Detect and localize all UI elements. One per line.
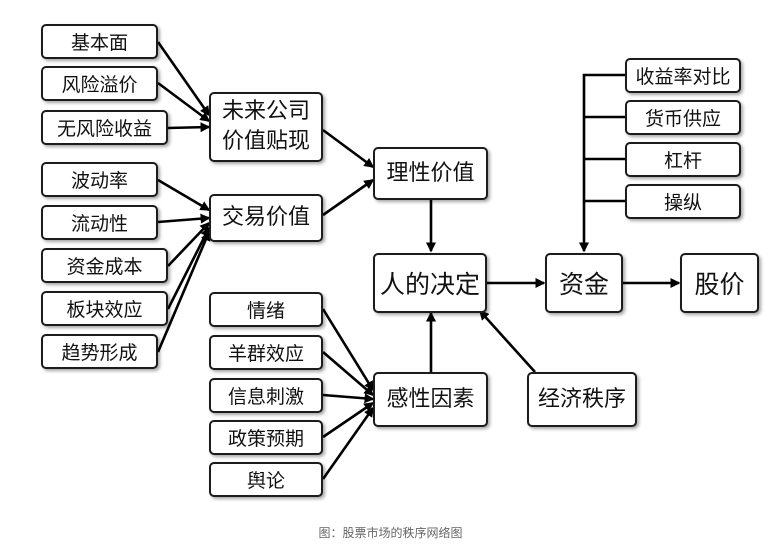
node-fundamentals: 基本面: [41, 24, 158, 59]
edge-liquidity: [157, 213, 211, 224]
node-manipulation: 操纵: [625, 184, 741, 219]
node-label: 交易价值: [221, 205, 310, 230]
node-label: 货币供应: [644, 108, 721, 130]
node-label: 情绪: [246, 300, 285, 322]
node-leverage: 杠杆: [625, 142, 741, 177]
node-risk-free-yield: 无风险收益: [41, 110, 168, 145]
node-herd-effect: 羊群效应: [209, 335, 323, 370]
node-sector-effect: 板块效应: [41, 291, 168, 326]
node-label: 资金: [558, 270, 609, 299]
node-trend-forming: 趋势形成: [41, 334, 158, 369]
node-risk-premium: 风险溢价: [41, 66, 158, 101]
edge-sector-effect: [166, 226, 211, 310]
node-volatility: 波动率: [41, 162, 158, 197]
edge-emotion: [321, 308, 375, 392]
node-label: 杠杆: [663, 150, 702, 172]
node-info-stimulus: 信息刺激: [209, 378, 323, 413]
node-money-supply: 货币供应: [625, 100, 741, 135]
node-label: 无风险收益: [56, 118, 152, 140]
node-policy-expectation: 政策预期: [209, 420, 323, 455]
node-label: 波动率: [70, 170, 128, 192]
edge-risk-premium: [157, 81, 211, 123]
node-rational-value: 理性价值: [373, 147, 488, 200]
edge-risk-free-yield: [167, 122, 211, 133]
edge-info-stimulus: [322, 393, 375, 404]
edge-future-to-rational: [322, 128, 375, 169]
node-liquidity: 流动性: [41, 205, 158, 240]
node-label: 收益率对比: [635, 66, 731, 88]
edge-herd-effect: [322, 351, 375, 396]
node-label: 板块效应: [66, 299, 143, 321]
node-emotion: 情绪: [209, 292, 323, 327]
node-label: 感性因素: [386, 386, 475, 412]
node-label-line2: 价值贴现: [221, 129, 310, 154]
node-stock-price: 股价: [680, 253, 759, 313]
node-label: 基本面: [70, 32, 128, 54]
node-label: 股价: [694, 270, 745, 299]
node-capital: 资金: [545, 253, 623, 313]
node-label: 风险溢价: [61, 74, 138, 96]
edge-fundamentals: [156, 41, 211, 117]
node-label: 人的决定: [379, 270, 480, 299]
node-label: 羊群效应: [227, 343, 304, 365]
node-future-company-value: 未来公司 价值贴现: [209, 92, 323, 162]
node-return-comparison: 收益率对比: [625, 58, 741, 93]
node-economic-order: 经济秩序: [527, 372, 637, 427]
node-label: 信息刺激: [227, 386, 304, 408]
node-human-decision: 人的决定: [373, 253, 487, 313]
edge-economic-order-to-decision: [478, 309, 536, 373]
node-label: 流动性: [70, 213, 128, 235]
node-label: 经济秩序: [537, 386, 626, 412]
node-label: 操纵: [663, 192, 702, 214]
node-label: 趋势形成: [61, 342, 138, 364]
node-capital-cost: 资金成本: [41, 248, 168, 283]
node-perceptual-factors: 感性因素: [373, 372, 488, 427]
edge-trend-forming: [156, 230, 211, 353]
node-label-line1: 未来公司: [221, 99, 310, 124]
node-label: 舆论: [246, 470, 285, 492]
figure-caption: 图：股票市场的秩序网络图: [318, 526, 463, 540]
node-label: 政策预期: [227, 428, 304, 450]
node-public-opinion: 舆论: [209, 462, 323, 497]
edge-trading-to-rational: [322, 178, 375, 217]
edge-money-tree: [582, 73, 625, 203]
node-trading-value: 交易价值: [209, 194, 323, 242]
node-label: 资金成本: [66, 256, 143, 278]
edge-volatility: [157, 178, 211, 212]
node-label: 理性价值: [386, 160, 475, 186]
edge-public-opinion: [321, 406, 375, 480]
